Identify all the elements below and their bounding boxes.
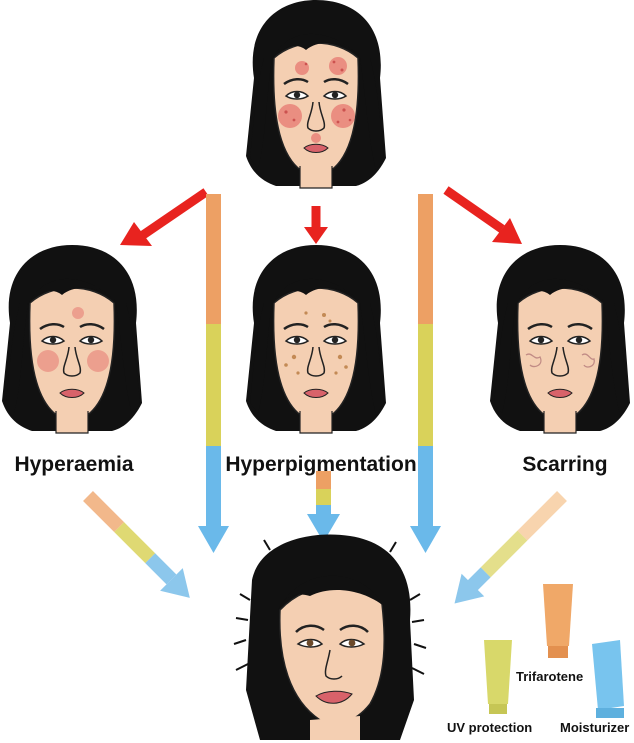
face-hyperaemia xyxy=(2,245,142,433)
face-scarring xyxy=(490,245,630,433)
treatment-arrow-from-hyperaemia xyxy=(77,485,201,609)
uv-protection-tube xyxy=(484,640,512,714)
moisturizer-tube xyxy=(592,640,624,718)
arrow-to-hyperpigmentation xyxy=(304,206,328,244)
face-result xyxy=(234,535,426,740)
label-hyperaemia: Hyperaemia xyxy=(14,453,133,476)
face-top xyxy=(246,0,386,188)
treatment-bar-left xyxy=(198,194,229,553)
arrow-to-hyperaemia xyxy=(120,192,206,246)
label-uv-protection: UV protection xyxy=(447,720,532,735)
face-hyperpigmentation xyxy=(246,245,386,433)
treatment-bar-right xyxy=(410,194,441,553)
treatment-bar-center xyxy=(307,471,340,542)
label-moisturizer: Moisturizer xyxy=(560,720,629,735)
label-scarring: Scarring xyxy=(522,453,607,476)
label-hyperpigmentation: Hyperpigmentation xyxy=(225,453,416,476)
arrow-to-scarring xyxy=(446,190,522,244)
trifarotene-tube xyxy=(543,584,573,658)
label-trifarotene: Trifarotene xyxy=(516,669,583,684)
